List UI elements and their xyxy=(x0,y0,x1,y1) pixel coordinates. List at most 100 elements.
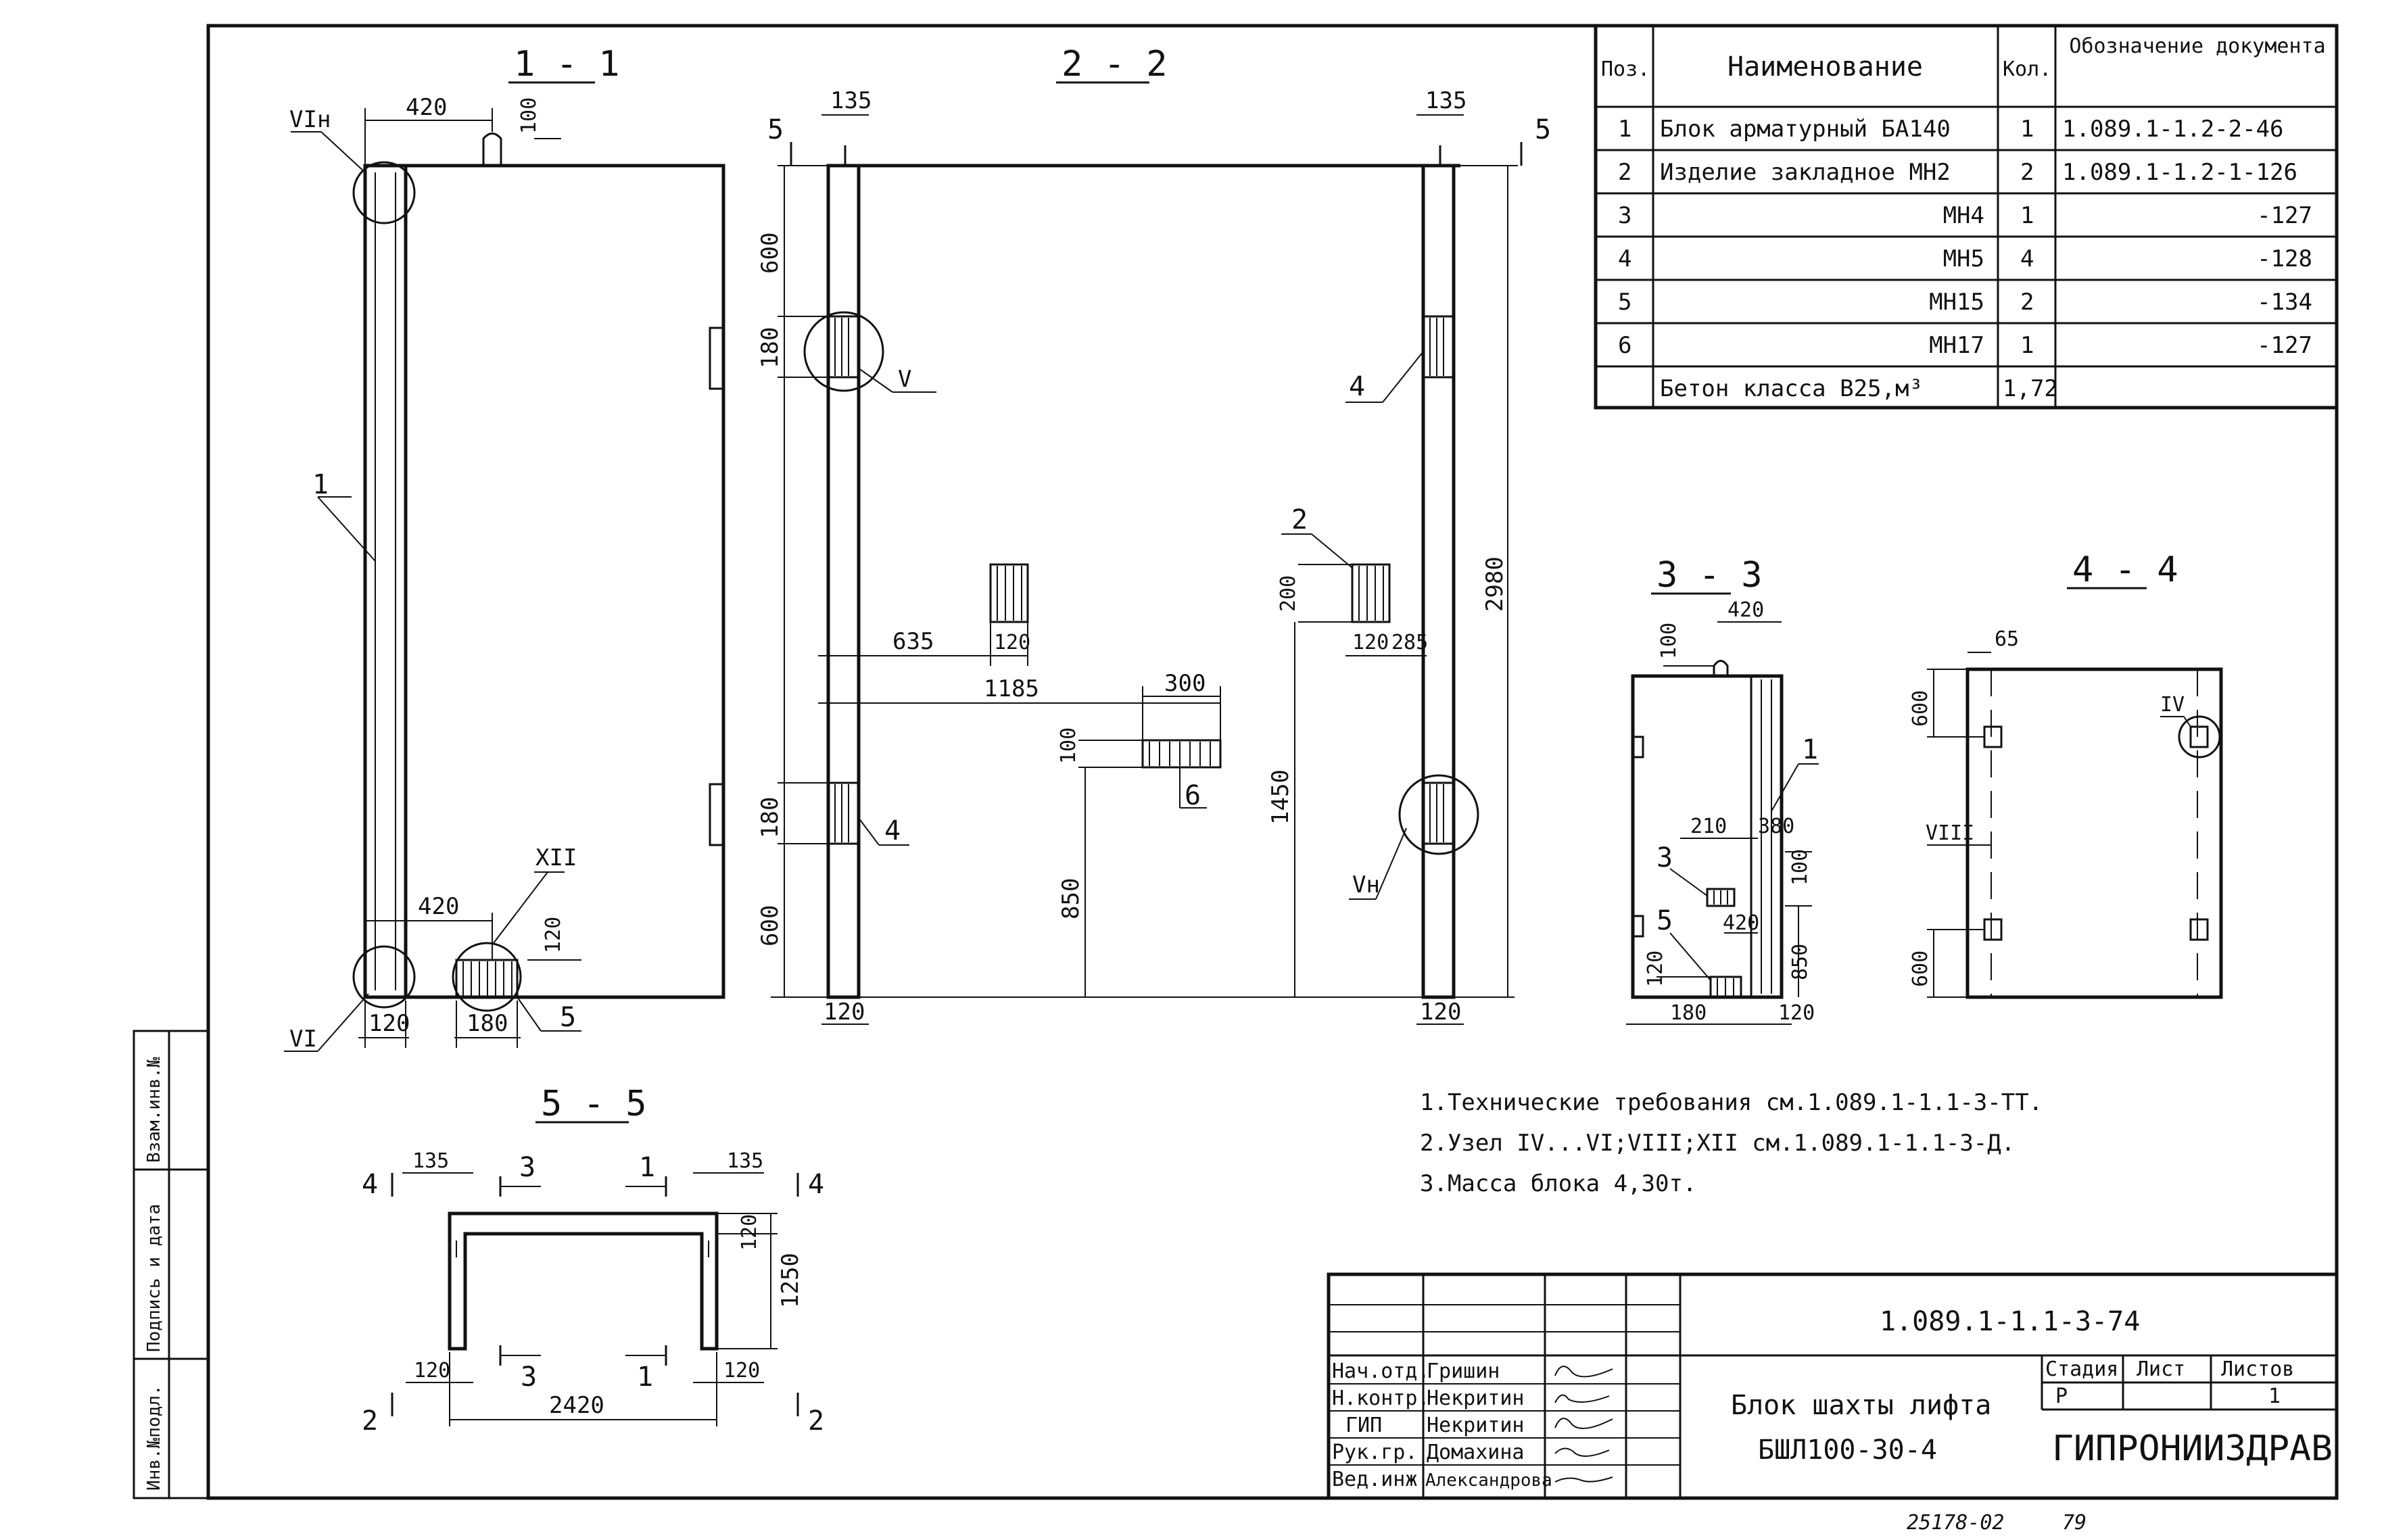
archive-code: 25178-02 xyxy=(1907,1511,2005,1535)
name-engineer: Александрова xyxy=(1425,1470,1552,1491)
notes: 1.Технические требования см.1.089.1-1.1-… xyxy=(1420,1089,2043,1197)
dim55-120: 120 xyxy=(738,1214,761,1251)
dim-100-item6: 100 xyxy=(1057,727,1080,764)
note-1: 1.Технические требования см.1.089.1-1.1-… xyxy=(1420,1089,2043,1116)
section-2-2: 2 - 2 5 5 xyxy=(757,44,1551,1026)
node-xii-label: XII xyxy=(535,844,577,871)
dim-120-rib-right: 120 xyxy=(1420,998,1461,1026)
dim55-120-right: 120 xyxy=(723,1359,760,1382)
role-group: Рук.гр. xyxy=(1332,1441,1417,1464)
dim-600-top: 600 xyxy=(757,233,784,274)
dim-850: 850 xyxy=(1057,878,1084,919)
mark-2: 2 xyxy=(1291,504,1308,535)
stamp-replace-label: Взам.инв.№ xyxy=(144,1057,164,1163)
cut-4-left: 4 xyxy=(362,1169,378,1200)
mark-4-lower: 4 xyxy=(884,815,901,846)
doc-title-2: БШЛ100-30-4 xyxy=(1758,1435,1937,1466)
dim55-135-left: 135 xyxy=(412,1149,449,1173)
dim-1185: 1185 xyxy=(984,675,1039,702)
dim-2980: 2980 xyxy=(1481,556,1508,612)
spec-row2-doc: 1.089.1-1.2-1-126 xyxy=(2062,159,2297,186)
dim33-100: 100 xyxy=(1657,623,1681,659)
section-title-4-4: 4 - 4 xyxy=(2072,550,2178,590)
cut-5-left: 5 xyxy=(767,114,784,145)
mark-5-a: 5 xyxy=(560,1002,576,1033)
dim33-850: 850 xyxy=(1788,944,1812,980)
spec-row7-qty: 1,72 xyxy=(2003,375,2058,402)
node-vn-label: Vн xyxy=(1352,871,1380,898)
dim33-420: 420 xyxy=(1727,598,1764,622)
dim55-120-left: 120 xyxy=(414,1359,450,1382)
name-group: Домахина xyxy=(1427,1441,1525,1464)
spec-row1-name: Блок арматурный БА140 xyxy=(1660,116,1951,143)
dim55-135-right: 135 xyxy=(727,1149,763,1173)
dim55-2420: 2420 xyxy=(549,1392,604,1419)
spec-table: Поз. Наименование Кол. Обозначение докум… xyxy=(1594,24,2339,410)
section-4-4: 4 - 4 65 600 600 IV VIII xyxy=(1909,550,2223,999)
node-vin-label: VIн xyxy=(289,106,331,133)
cut-3-bottom: 3 xyxy=(521,1362,537,1393)
dim-285: 285 xyxy=(1391,631,1428,654)
dim-135-right: 135 xyxy=(1425,87,1467,114)
sheets-value: 1 xyxy=(2268,1385,2281,1408)
spec-row2-pos: 2 xyxy=(1618,159,1631,186)
name-head: Гришин xyxy=(1427,1359,1500,1383)
spec-row6-pos: 6 xyxy=(1618,332,1631,359)
sheets-label: Листов xyxy=(2221,1357,2294,1381)
dim-120-rib-left: 120 xyxy=(824,998,865,1026)
dim33-380: 380 xyxy=(1758,815,1794,838)
mark-1: 1 xyxy=(312,469,329,500)
section-title-2-2: 2 - 2 xyxy=(1062,44,1168,85)
side-stamp: Инв.№подл. Подпись и дата Взам.инв.№ xyxy=(133,1030,210,1499)
doc-title-1: Блок шахты лифта xyxy=(1731,1390,1991,1421)
spec-row5-name: МН15 xyxy=(1929,289,1984,316)
dim44-65: 65 xyxy=(1995,627,2019,651)
dim-100-loop: 100 xyxy=(517,97,541,134)
spec-row3-pos: 3 xyxy=(1618,202,1631,229)
drawing-frame xyxy=(206,24,2339,1500)
node-viii-label: VIII xyxy=(1926,821,1974,845)
name-norm: Некритин xyxy=(1427,1387,1525,1410)
spec-header-name: Наименование xyxy=(1727,51,1923,82)
spec-header-pos: Поз. xyxy=(1601,57,1650,81)
spec-row5-qty: 2 xyxy=(2020,289,2034,316)
cut-2-right: 2 xyxy=(808,1405,824,1437)
role-engineer: Вед.инж xyxy=(1332,1468,1417,1491)
spec-header-qty: Кол. xyxy=(2003,57,2051,81)
spec-row3-name: МН4 xyxy=(1943,202,1984,229)
node-iv-label: IV xyxy=(2160,693,2185,717)
org-name: ГИПРОНИИЗДРАВ xyxy=(2052,1428,2333,1469)
stamp-sign-label: Подпись и дата xyxy=(144,1204,164,1352)
stage-value: Р xyxy=(2055,1385,2068,1408)
dim55-1250: 1250 xyxy=(777,1253,804,1308)
section-1-1: 1 - 1 420 100 420 120 xyxy=(284,44,725,1053)
page-number: 79 xyxy=(2062,1511,2087,1535)
node-vi-label: VI xyxy=(289,1026,317,1053)
spec-row2-name: Изделие закладное МН2 xyxy=(1660,159,1951,186)
stage-label: Стадия xyxy=(2045,1357,2118,1381)
name-gip: Некритин xyxy=(1427,1414,1525,1437)
cut-1-bottom: 1 xyxy=(637,1362,653,1393)
cut-1-top: 1 xyxy=(639,1152,655,1183)
dim33-210: 210 xyxy=(1690,815,1727,838)
spec-row3-doc: -127 xyxy=(2257,202,2312,229)
dim-120-item2: 120 xyxy=(1352,631,1389,654)
dim33-100b: 100 xyxy=(1788,849,1812,886)
spec-row6-doc: -127 xyxy=(2257,332,2312,359)
node-v-label: V xyxy=(898,366,911,393)
sheet-label: Лист xyxy=(2137,1357,2185,1381)
section-title-3-3: 3 - 3 xyxy=(1656,555,1763,596)
dim-420-top: 420 xyxy=(406,94,447,121)
mark-4-upper: 4 xyxy=(1349,371,1365,402)
note-3: 3.Масса блока 4,30т. xyxy=(1420,1170,1696,1197)
doc-code: 1.089.1-1.1-3-74 xyxy=(1880,1306,2140,1337)
stamp-inv-label: Инв.№подл. xyxy=(144,1385,164,1491)
dim-135-left: 135 xyxy=(830,87,872,114)
dim-180-top: 180 xyxy=(757,327,784,368)
spec-row3-qty: 1 xyxy=(2020,202,2034,229)
spec-row5-pos: 5 xyxy=(1618,289,1631,316)
dim33-420b: 420 xyxy=(1723,911,1759,935)
section-title-5-5: 5 - 5 xyxy=(541,1084,647,1124)
mark-6: 6 xyxy=(1185,780,1201,811)
